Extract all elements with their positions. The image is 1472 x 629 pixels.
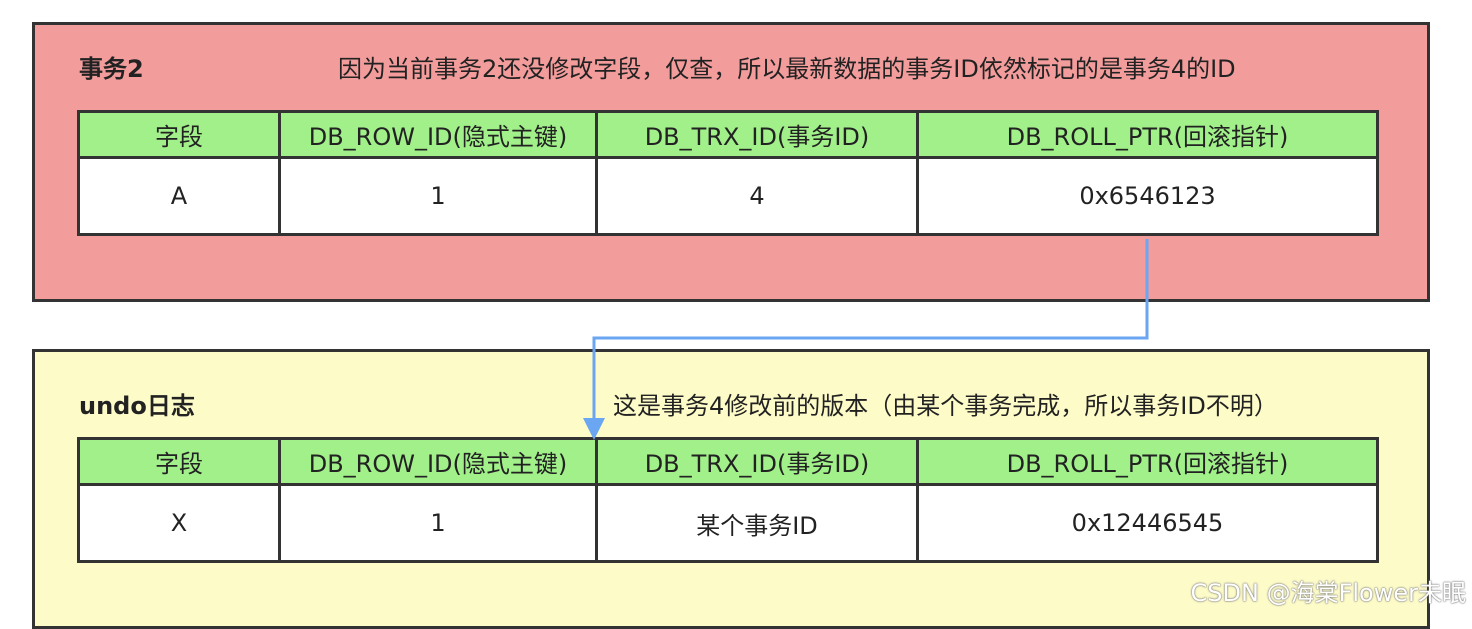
panel-title: undo日志: [79, 392, 195, 420]
cell-row-id: 1: [278, 156, 598, 236]
cell-field: X: [77, 483, 281, 563]
header-roll-ptr: DB_ROLL_PTR(回滚指针): [916, 437, 1379, 486]
header-trx-id: DB_TRX_ID(事务ID): [595, 437, 919, 486]
cell-trx-id: 某个事务ID: [595, 483, 919, 563]
header-field: 字段: [77, 110, 281, 159]
watermark: CSDN @海棠Flower未眠: [1190, 579, 1466, 607]
header-trx-id: DB_TRX_ID(事务ID): [595, 110, 919, 159]
cell-roll-ptr: 0x12446545: [916, 483, 1379, 563]
cell-roll-ptr: 0x6546123: [916, 156, 1379, 236]
panel-title: 事务2: [79, 55, 144, 83]
cell-field: A: [77, 156, 281, 236]
table-row: X 1 某个事务ID 0x12446545: [77, 483, 1379, 563]
header-row-id: DB_ROW_ID(隐式主键): [278, 110, 598, 159]
table-row: A 1 4 0x6546123: [77, 156, 1379, 236]
table-header-row: 字段 DB_ROW_ID(隐式主键) DB_TRX_ID(事务ID) DB_RO…: [77, 110, 1379, 159]
undo-record-table: 字段 DB_ROW_ID(隐式主键) DB_TRX_ID(事务ID) DB_RO…: [77, 437, 1379, 563]
header-roll-ptr: DB_ROLL_PTR(回滚指针): [916, 110, 1379, 159]
panel-note: 这是事务4修改前的版本（由某个事务完成，所以事务ID不明）: [613, 392, 1278, 420]
current-record-table: 字段 DB_ROW_ID(隐式主键) DB_TRX_ID(事务ID) DB_RO…: [77, 110, 1379, 236]
header-row-id: DB_ROW_ID(隐式主键): [278, 437, 598, 486]
panel-note: 因为当前事务2还没修改字段，仅查，所以最新数据的事务ID依然标记的是事务4的ID: [338, 55, 1236, 83]
cell-row-id: 1: [278, 483, 598, 563]
cell-trx-id: 4: [595, 156, 919, 236]
header-field: 字段: [77, 437, 281, 486]
table-header-row: 字段 DB_ROW_ID(隐式主键) DB_TRX_ID(事务ID) DB_RO…: [77, 437, 1379, 486]
